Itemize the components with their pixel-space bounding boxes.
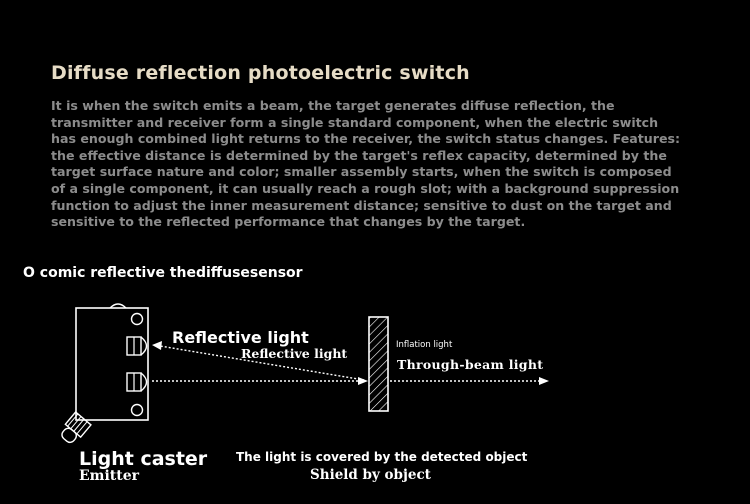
description-line: has enough combined light returns to the…: [51, 131, 681, 147]
emitted-beam: [152, 377, 368, 385]
description-paragraph: It is when the switch emits a beam, the …: [51, 98, 703, 231]
description-line: function to adjust the inner measurement…: [51, 197, 672, 213]
receiver-lens-icon: [126, 336, 148, 356]
shield-object-label: Shield by object: [310, 467, 431, 483]
emitter-label: Emitter: [79, 468, 140, 484]
diagram-heading: O comic reflective thediffusesensor: [23, 265, 303, 281]
emitter-lens-icon: [126, 372, 148, 392]
description-line: target surface nature and color; smaller…: [51, 164, 672, 180]
description-line: It is when the switch emits a beam, the …: [51, 98, 615, 113]
sensor-body: [61, 303, 149, 444]
reflective-light-label: Reflective light: [172, 328, 309, 347]
reflective-light-sublabel: Reflective light: [241, 346, 348, 361]
through-beam: [390, 377, 549, 385]
covered-object-label: The light is covered by the detected obj…: [236, 450, 528, 464]
inflation-light-label: Inflation light: [396, 340, 453, 350]
light-caster-label: Light caster: [79, 448, 208, 470]
detected-object: [368, 316, 389, 412]
description-line: the effective distance is determined by …: [51, 147, 667, 163]
through-beam-label: Through-beam light: [397, 357, 544, 372]
reflected-beam: [152, 341, 365, 381]
description-line: transmitter and receiver form a single s…: [51, 114, 659, 130]
description-line: sensitive to the reflected performance t…: [51, 214, 526, 230]
page-title: Diffuse reflection photoelectric switch: [51, 62, 470, 84]
cable-connector-icon: [61, 411, 92, 444]
description-line: of a single component, it can usually re…: [51, 180, 680, 196]
